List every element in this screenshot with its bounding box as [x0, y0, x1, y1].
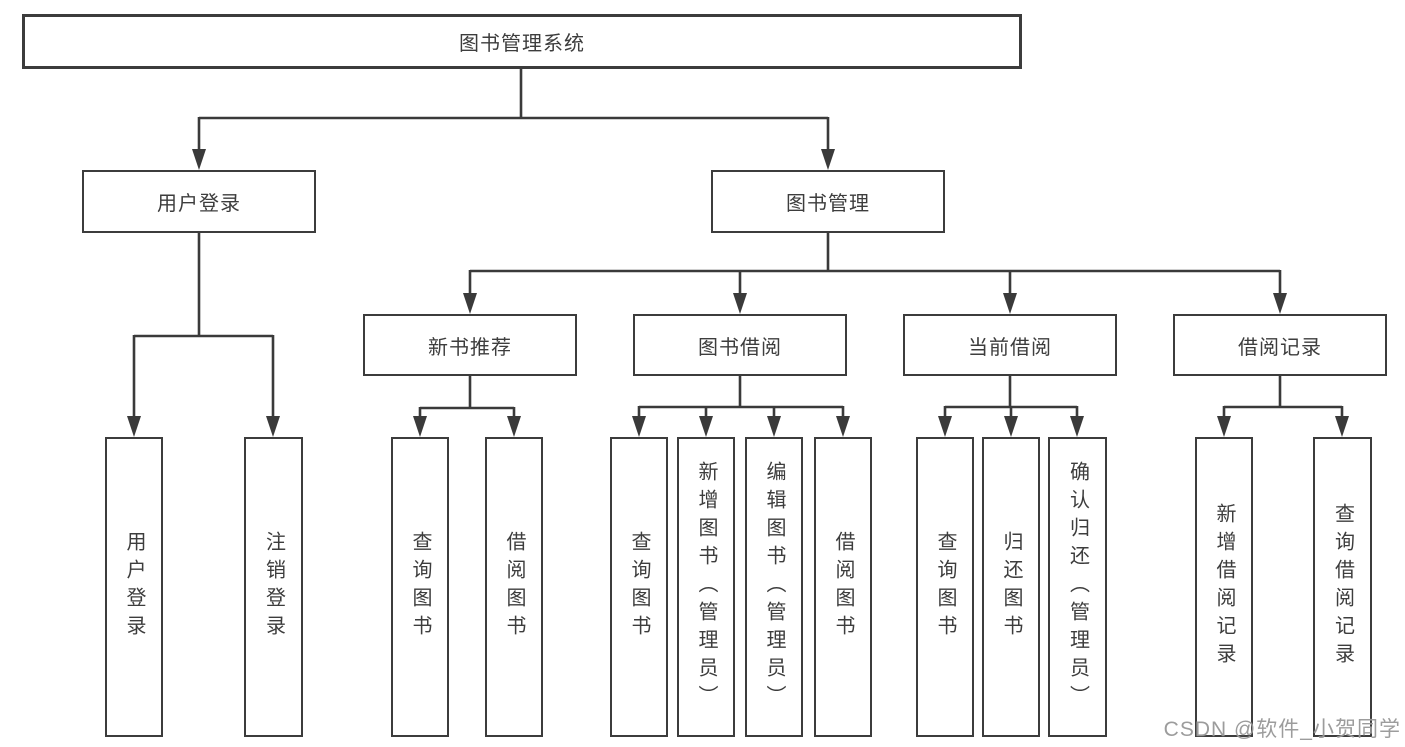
- arrowheads-borrowrecords-leaves: [1217, 416, 1349, 437]
- connector-root-to-level2: [197, 69, 830, 151]
- connector-currentborrow-to-leaves: [943, 376, 1079, 418]
- node-book-management: 图书管理: [711, 170, 945, 233]
- arrowheads-level3: [463, 293, 1287, 314]
- arrowheads-level2: [192, 149, 835, 170]
- node-label: 新书推荐: [428, 336, 512, 359]
- arrowheads-newbooks-leaves: [413, 416, 521, 437]
- leaf-add-books-admin: 新增图书（管理员）: [677, 437, 735, 737]
- leaf-label: 借阅图书: [832, 531, 854, 643]
- leaf-label: 查询图书: [409, 531, 431, 643]
- leaf-label: 注销登录: [262, 531, 285, 643]
- node-label: 用户登录: [157, 193, 241, 215]
- node-label: 图书管理系统: [459, 33, 585, 55]
- leaf-confirm-return-admin: 确认归还（管理员）: [1048, 437, 1107, 737]
- connector-userlogin-to-leaves: [132, 233, 275, 418]
- node-user-login: 用户登录: [82, 170, 316, 233]
- leaf-query-books-2: 查询图书: [610, 437, 668, 737]
- leaf-label: 确认归还（管理员）: [1066, 461, 1089, 713]
- leaf-label: 查询借阅记录: [1331, 503, 1354, 671]
- leaf-return-books: 归还图书: [982, 437, 1040, 737]
- leaf-label: 借阅图书: [503, 531, 525, 643]
- leaf-label: 新增图书（管理员）: [695, 461, 717, 713]
- connector-newbooks-to-leaves: [418, 376, 516, 418]
- node-current-borrowing: 当前借阅: [903, 314, 1117, 376]
- node-label: 当前借阅: [968, 336, 1052, 359]
- node-label: 借阅记录: [1238, 336, 1322, 359]
- arrowheads-userlogin-leaves: [127, 416, 280, 437]
- leaf-query-books-3: 查询图书: [916, 437, 974, 737]
- connector-bookborrow-to-leaves: [637, 376, 845, 418]
- connector-bookmgmt-to-level3: [468, 233, 1282, 295]
- node-root-book-management-system: 图书管理系统: [22, 14, 1022, 69]
- node-new-book-recommend: 新书推荐: [363, 314, 577, 376]
- leaf-edit-books-admin: 编辑图书（管理员）: [745, 437, 803, 737]
- node-label: 图书管理: [786, 193, 870, 215]
- leaf-logout: 注销登录: [244, 437, 303, 737]
- leaf-label: 编辑图书（管理员）: [763, 461, 785, 713]
- connector-borrowrecords-to-leaves: [1222, 376, 1344, 418]
- leaf-add-borrow-record: 新增借阅记录: [1195, 437, 1253, 737]
- node-book-borrowing: 图书借阅: [633, 314, 847, 376]
- leaf-borrow-books-1: 借阅图书: [485, 437, 543, 737]
- arrowheads-bookborrow-leaves: [632, 416, 850, 437]
- leaf-label: 用户登录: [123, 531, 145, 643]
- leaf-label: 查询图书: [934, 531, 956, 643]
- leaf-label: 归还图书: [1000, 531, 1022, 643]
- node-borrowing-records: 借阅记录: [1173, 314, 1387, 376]
- csdn-watermark: CSDN @软件_小贺同学: [1163, 718, 1401, 741]
- leaf-label: 查询图书: [628, 531, 650, 643]
- arrowheads-currentborrow-leaves: [938, 416, 1084, 437]
- node-label: 图书借阅: [698, 336, 782, 359]
- leaf-user-login: 用户登录: [105, 437, 163, 737]
- leaf-query-books-1: 查询图书: [391, 437, 449, 737]
- leaf-query-borrow-record: 查询借阅记录: [1313, 437, 1372, 737]
- leaf-label: 新增借阅记录: [1213, 503, 1235, 671]
- leaf-borrow-books-2: 借阅图书: [814, 437, 872, 737]
